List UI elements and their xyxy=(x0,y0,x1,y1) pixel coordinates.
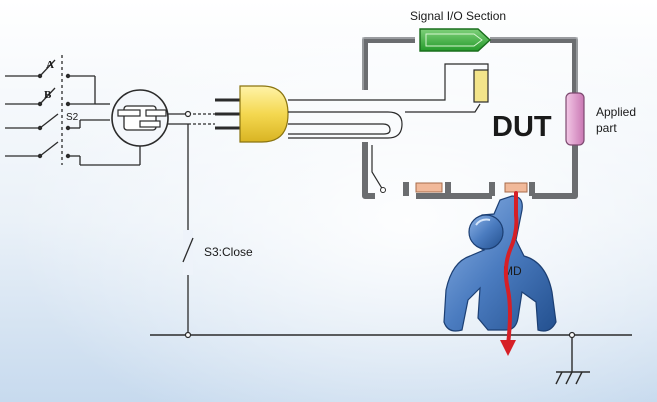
ground-line xyxy=(150,334,632,372)
ground-node-right xyxy=(568,331,576,339)
applied-part xyxy=(565,92,585,146)
switch-s3 xyxy=(182,230,194,275)
power-cord xyxy=(288,99,403,139)
contact-a-label: A xyxy=(46,59,54,71)
chassis-node xyxy=(380,187,386,193)
ground-node-left xyxy=(184,331,192,339)
person-figure xyxy=(443,195,557,332)
dut-chassis-highlight xyxy=(362,37,578,93)
switch-s2-label: S2 xyxy=(66,112,79,123)
switch-s3-label: S3:Close xyxy=(204,245,253,259)
mains-terminals xyxy=(37,73,71,159)
dut-label: DUT xyxy=(492,111,552,143)
applied-part-label-line2: part xyxy=(596,121,617,135)
ground-symbol xyxy=(555,371,590,385)
leakage-current-path xyxy=(500,191,519,356)
wall-outlet xyxy=(111,89,169,147)
junction-node xyxy=(184,110,192,118)
applied-part-label-line1: Applied xyxy=(596,105,636,119)
contact-b-label: B xyxy=(44,89,52,101)
dut-internal-wiring xyxy=(371,63,489,191)
outlet-to-plug-wiring xyxy=(168,113,215,333)
signal-io-connector xyxy=(419,28,492,52)
fuse-component xyxy=(473,69,489,103)
mains-supply xyxy=(5,55,141,166)
signal-io-label: Signal I/O Section xyxy=(410,9,506,23)
dut-chassis xyxy=(362,37,578,199)
power-plug xyxy=(215,85,289,143)
